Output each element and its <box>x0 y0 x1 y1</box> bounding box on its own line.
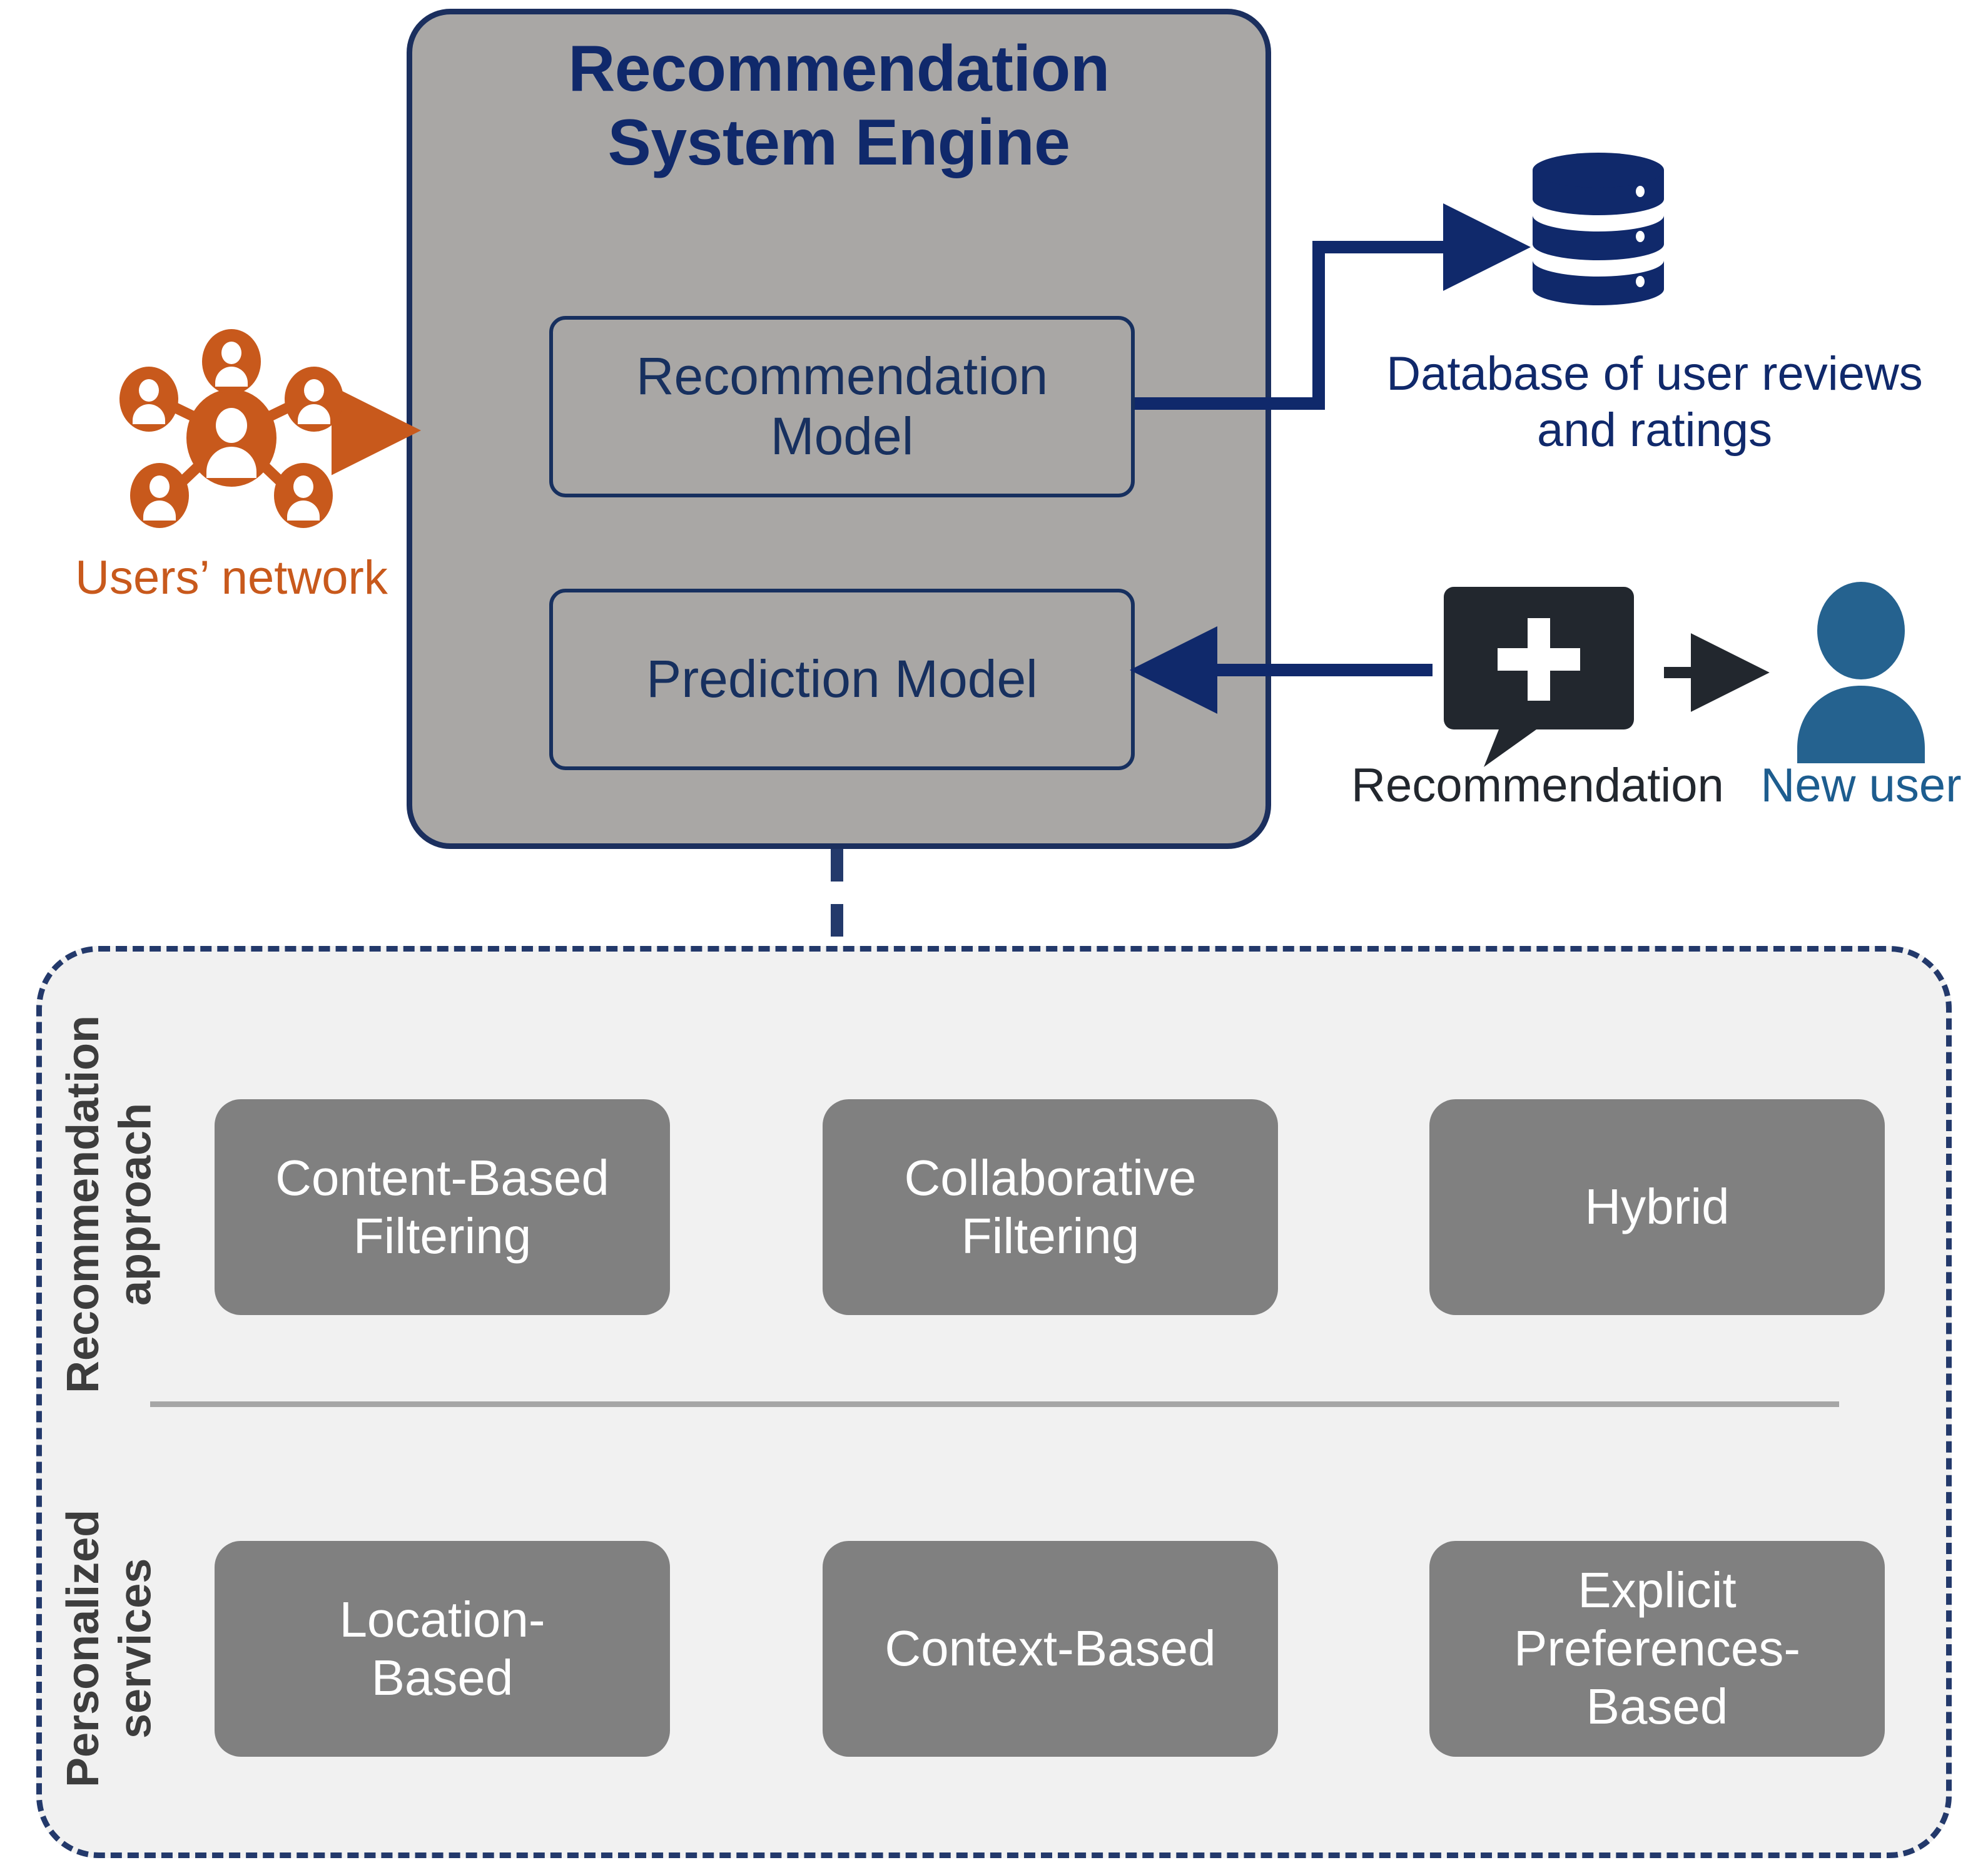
approach-box-content-based-filtering[interactable]: Content-Based Filtering <box>215 1099 670 1315</box>
service-box-label: Location- Based <box>339 1591 545 1705</box>
side-label-recommendation-approach: Recommendation approach <box>58 1015 161 1394</box>
service-box-label: Explicit Preferences- Based <box>1514 1562 1800 1734</box>
recommendation-model-label: Recommendation Model <box>636 347 1048 465</box>
new-user-label: New user <box>1760 759 1962 812</box>
person-icon <box>1797 582 1925 763</box>
side-label-personalized-services: Personalized services <box>58 1509 161 1788</box>
approach-box-collaborative-filtering[interactable]: Collaborative Filtering <box>823 1099 1278 1315</box>
service-box-context-based[interactable]: Context-Based <box>823 1541 1278 1757</box>
recommendation-label: Recommendation <box>1351 759 1724 812</box>
users-network-label: Users’ network <box>75 551 388 604</box>
service-box-explicit-preferences-based[interactable]: Explicit Preferences- Based <box>1429 1541 1885 1757</box>
service-box-label: Context-Based <box>885 1620 1216 1677</box>
prediction-model-label: Prediction Model <box>646 649 1038 709</box>
approach-box-hybrid[interactable]: Hybrid <box>1429 1099 1885 1315</box>
approach-box-label: Hybrid <box>1585 1179 1730 1235</box>
prediction-model-box[interactable]: Prediction Model <box>549 589 1135 770</box>
approach-box-label: Collaborative Filtering <box>904 1149 1197 1264</box>
section-divider <box>150 1401 1839 1407</box>
database-label: Database of user reviews and ratings <box>1386 347 1923 457</box>
recommendation-model-box[interactable]: Recommendation Model <box>549 316 1135 497</box>
speech-bubble-plus-icon <box>1444 587 1634 767</box>
engine-title: Recommendation System Engine <box>568 33 1110 179</box>
approach-box-label: Content-Based Filtering <box>275 1149 609 1264</box>
users-network-icon <box>119 329 343 528</box>
database-icon <box>1533 153 1664 305</box>
service-box-location-based[interactable]: Location- Based <box>215 1541 670 1757</box>
